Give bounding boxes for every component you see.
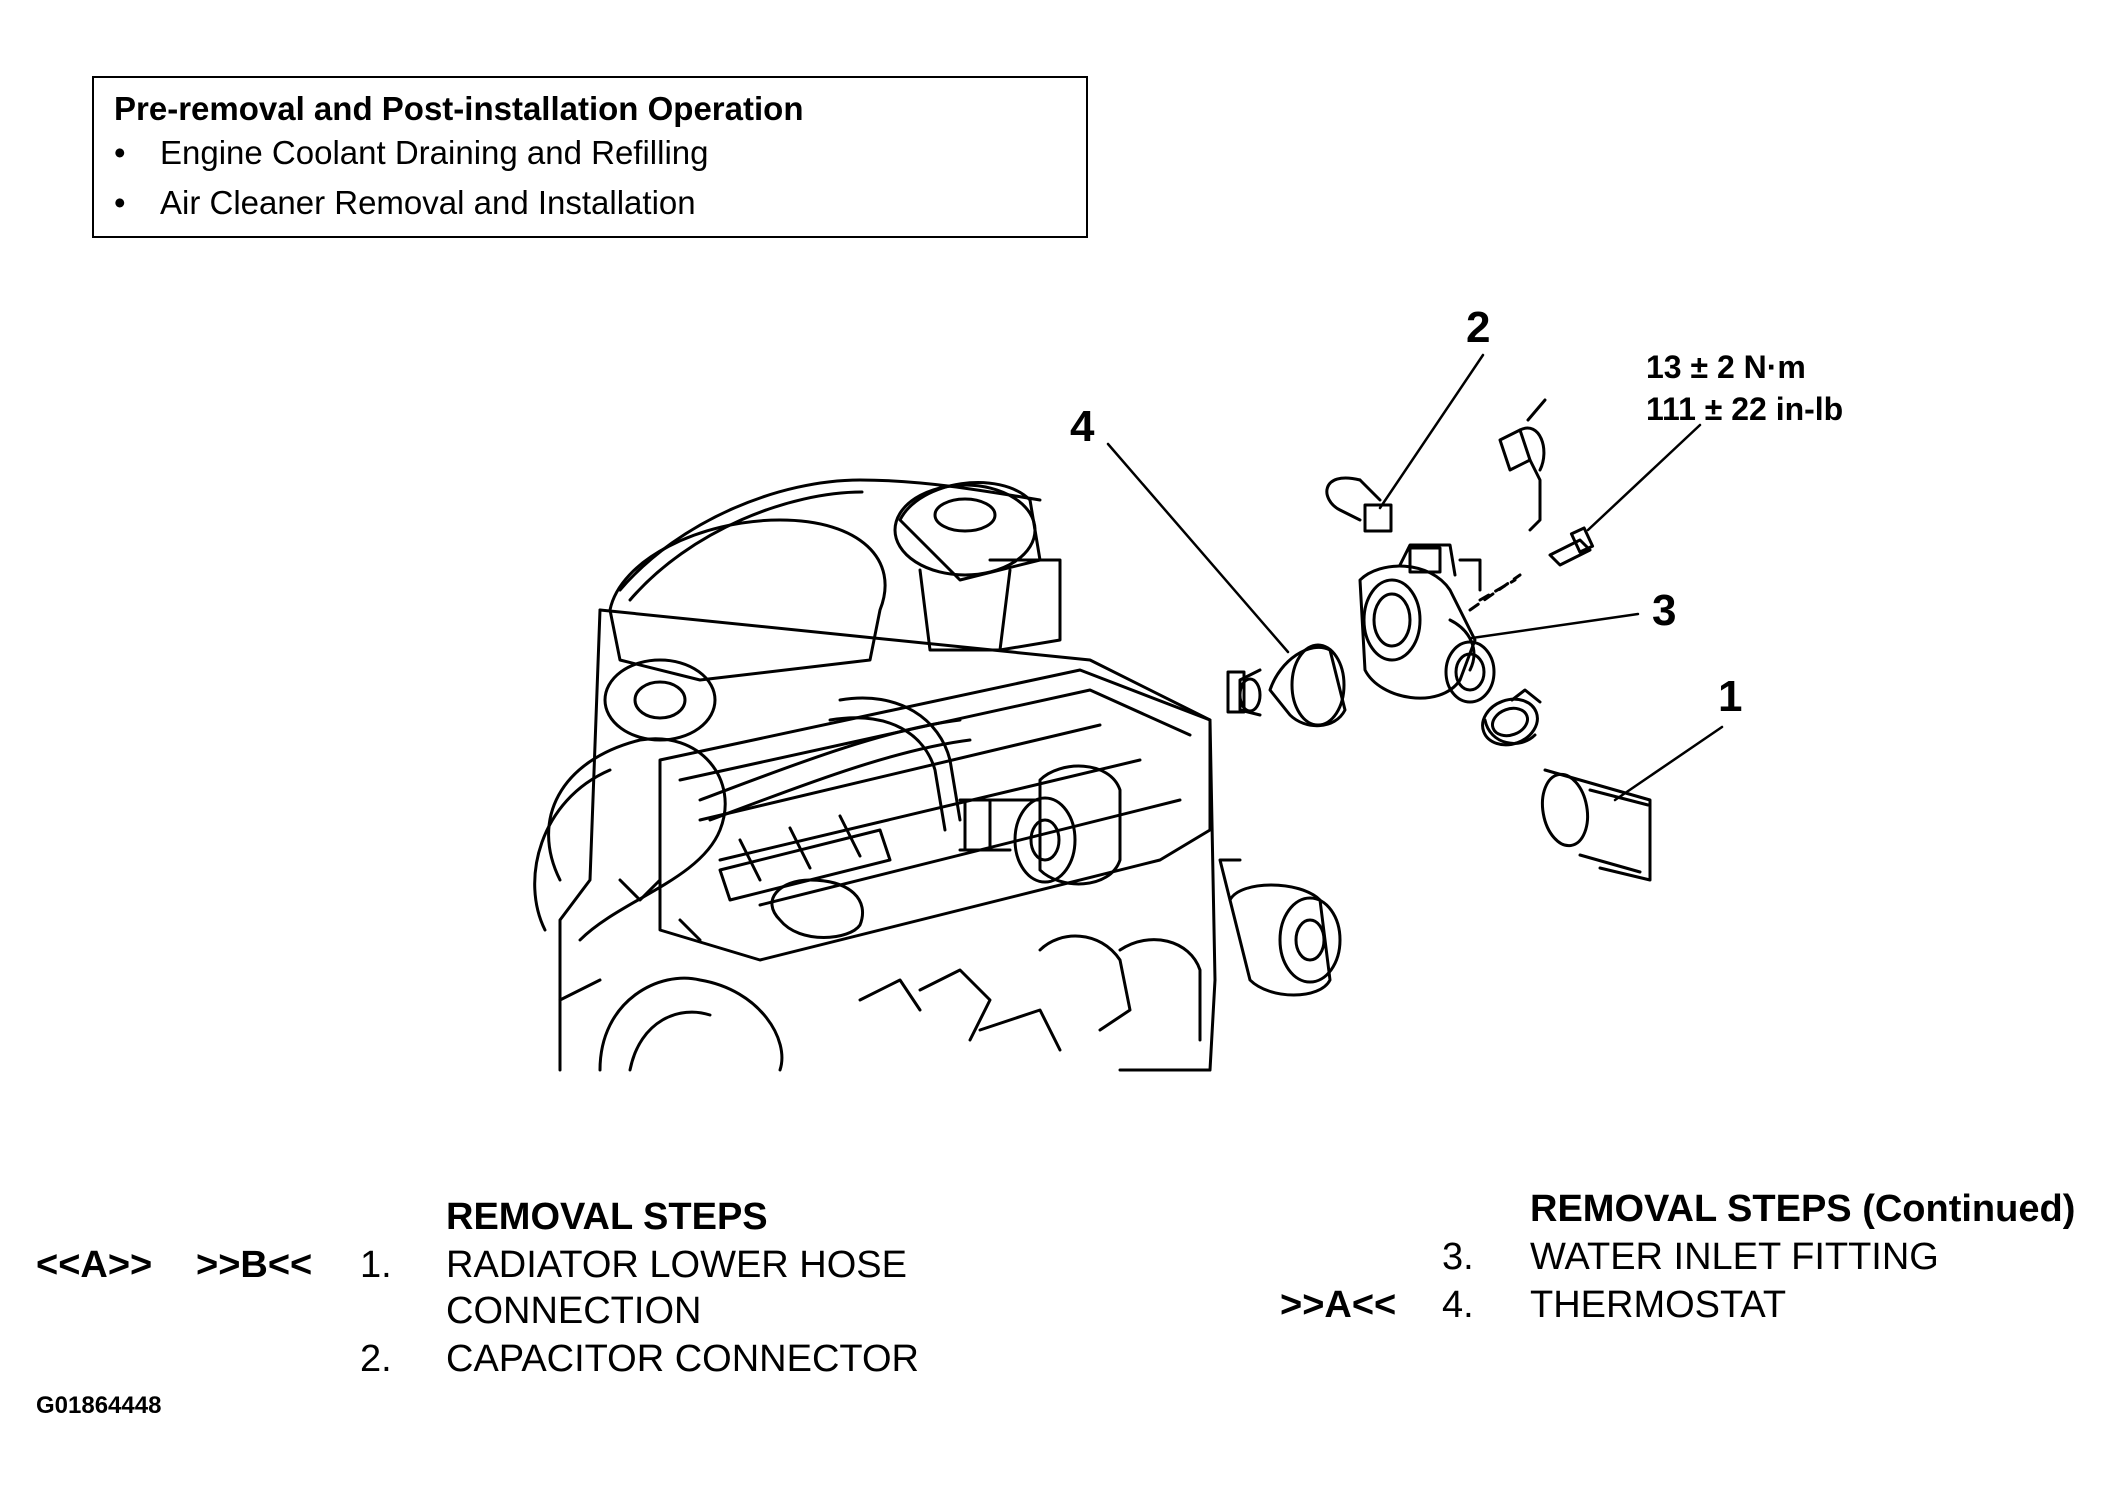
step-text: CAPACITOR CONNECTOR xyxy=(446,1338,919,1380)
torque-spec-metric: 13 ± 2 N·m xyxy=(1646,349,1806,385)
bullet: • xyxy=(114,134,126,171)
torque-spec-imperial: 111 ± 22 in-lb xyxy=(1646,391,1844,427)
bullet: • xyxy=(114,184,126,221)
figure-id: G01864448 xyxy=(36,1392,162,1419)
pre-removal-item-text: Engine Coolant Draining and Refilling xyxy=(160,134,709,171)
radiator-lower-hose-part xyxy=(1540,768,1652,882)
pre-removal-item: • Engine Coolant Draining and Refilling xyxy=(114,134,709,172)
pre-removal-title: Pre-removal and Post-installation Operat… xyxy=(114,90,804,127)
pre-removal-box: Pre-removal and Post-installation Operat… xyxy=(92,76,1088,238)
thermostat-part xyxy=(1226,643,1347,728)
step-text: RADIATOR LOWER HOSE xyxy=(446,1244,907,1286)
step-text: THERMOSTAT xyxy=(1530,1284,1787,1326)
callout-4: 4 xyxy=(1070,402,1095,451)
leader-lines xyxy=(1106,353,1724,802)
step-code-b: >>B<< xyxy=(196,1244,313,1286)
pre-removal-item-text: Air Cleaner Removal and Installation xyxy=(160,184,696,221)
callout-3: 3 xyxy=(1652,586,1677,635)
step-code-a: >>A<< xyxy=(1280,1284,1397,1326)
step-code-a: <<A>> xyxy=(36,1244,153,1286)
step-number: 2. xyxy=(360,1338,392,1380)
step-number: 3. xyxy=(1442,1236,1474,1278)
hose-clamp-part xyxy=(1481,688,1542,747)
pre-removal-item: • Air Cleaner Removal and Installation xyxy=(114,184,696,222)
callout-2: 2 xyxy=(1466,303,1491,352)
step-text: WATER INLET FITTING xyxy=(1530,1236,1939,1278)
callout-1: 1 xyxy=(1718,672,1743,721)
step-text: CONNECTION xyxy=(446,1290,702,1332)
capacitor-connector-part xyxy=(1325,398,1547,533)
step-number: 4. xyxy=(1442,1284,1474,1326)
removal-steps-continued-heading: REMOVAL STEPS (Continued) xyxy=(1530,1188,2076,1230)
water-inlet-fitting-part xyxy=(1358,543,1522,704)
removal-steps-heading: REMOVAL STEPS xyxy=(446,1196,768,1238)
engine-illustration xyxy=(533,478,1342,1072)
step-number: 1. xyxy=(360,1244,392,1286)
bolt-part xyxy=(1548,526,1595,567)
